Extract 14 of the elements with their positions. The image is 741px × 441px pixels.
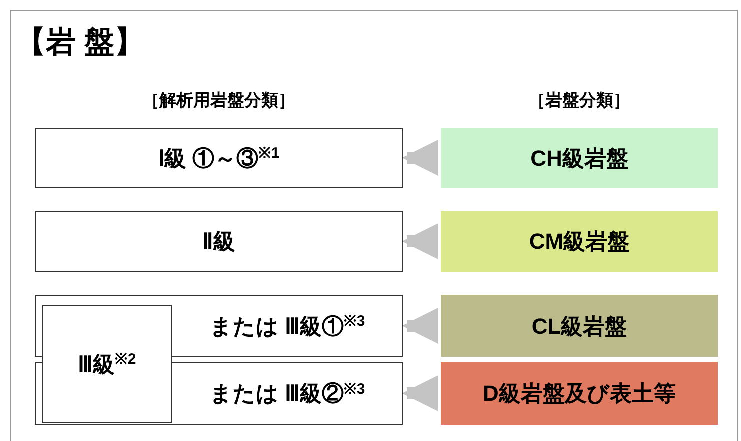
column-header: ［解析用岩盤分類］ [142,92,296,109]
column-header: ［岩盤分類］ [528,92,630,109]
rock-class-box: CL級岩盤 [441,295,718,357]
analysis-class-box: Ⅲ級$^{※2}$ [42,305,172,423]
arrow [402,376,438,412]
analysis-class-box: Ⅰ級 ①～③$^{※1}$ [35,128,403,188]
arrow [402,140,438,176]
title: 【岩 盤】 [16,28,144,58]
arrow [402,308,438,344]
analysis-class-box: D級岩盤及び表土等 [441,362,718,425]
rock-class-box: CM級岩盤 [441,211,718,272]
analysis-class-box: Ⅱ級 [35,211,403,272]
rock-class-box: CH級岩盤 [441,128,718,188]
arrow [402,224,438,260]
